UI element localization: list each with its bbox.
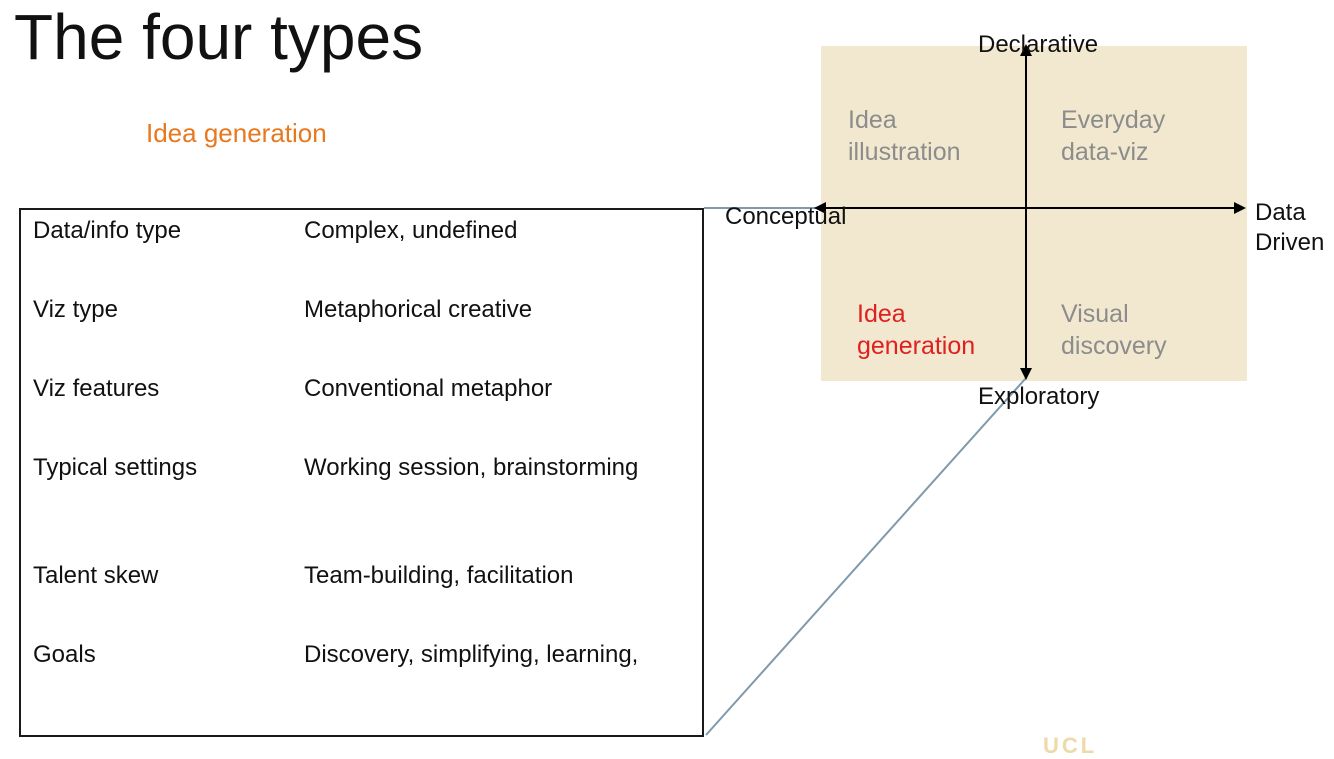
quadrant-top-left-line1: Idea [848, 106, 897, 134]
quadrant-bottom-right-line1: Visual [1061, 300, 1129, 328]
slide-title: The four types [14, 1, 424, 73]
row-label-data-info-type: Data/info type [33, 217, 182, 244]
ucl-logo: UCL [1043, 733, 1098, 758]
arrow-right-icon [1234, 202, 1246, 214]
quadrant-top-left: Idea illustration [848, 104, 961, 168]
axis-label-data: Data [1255, 199, 1306, 226]
row-value-goals: Discovery, simplifying, learning, [304, 641, 639, 668]
axis-label-data-driven: Data Driven [1255, 198, 1324, 258]
row-label-talent-skew: Talent skew [33, 562, 159, 589]
quadrant-top-right-line1: Everyday [1061, 106, 1166, 134]
row-label-viz-features: Viz features [33, 375, 160, 402]
attributes-table [19, 208, 704, 737]
row-label-goals: Goals [33, 641, 96, 668]
axis-label-exploratory: Exploratory [978, 383, 1100, 410]
row-label-viz-type: Viz type [33, 296, 118, 323]
quadrant-bottom-left: Idea generation [857, 298, 975, 362]
slide-subtitle: Idea generation [146, 118, 327, 148]
axis-label-driven: Driven [1255, 229, 1325, 256]
row-label-typical-settings: Typical settings [33, 454, 198, 481]
row-value-viz-features: Conventional metaphor [304, 375, 553, 402]
row-value-talent-skew: Team-building, facilitation [304, 562, 574, 589]
row-value-typical-settings: Working session, brainstorming [304, 454, 639, 481]
arrow-up-icon [1020, 44, 1032, 56]
quadrant-bottom-left-line1: Idea [857, 300, 906, 328]
quadrant-bottom-left-line2: generation [857, 332, 976, 360]
quadrant-bottom-right-line2: discovery [1061, 332, 1167, 360]
row-value-viz-type: Metaphorical creative [304, 296, 533, 323]
axis-label-declarative: Declarative [978, 31, 1099, 58]
quadrant-top-left-line2: illustration [848, 138, 961, 166]
arrow-down-icon [1020, 368, 1032, 380]
quadrant-top-right-line2: data-viz [1061, 138, 1149, 166]
row-value-data-info-type: Complex, undefined [304, 217, 518, 244]
connector-line-bottom [705, 377, 1027, 736]
arrow-left-icon [814, 202, 826, 214]
quadrant-bottom-right: Visual discovery [1061, 298, 1167, 362]
quadrant-top-right: Everyday data-viz [1061, 104, 1165, 168]
quadrant-background [821, 46, 1247, 381]
axis-label-conceptual: Conceptual [725, 203, 847, 230]
